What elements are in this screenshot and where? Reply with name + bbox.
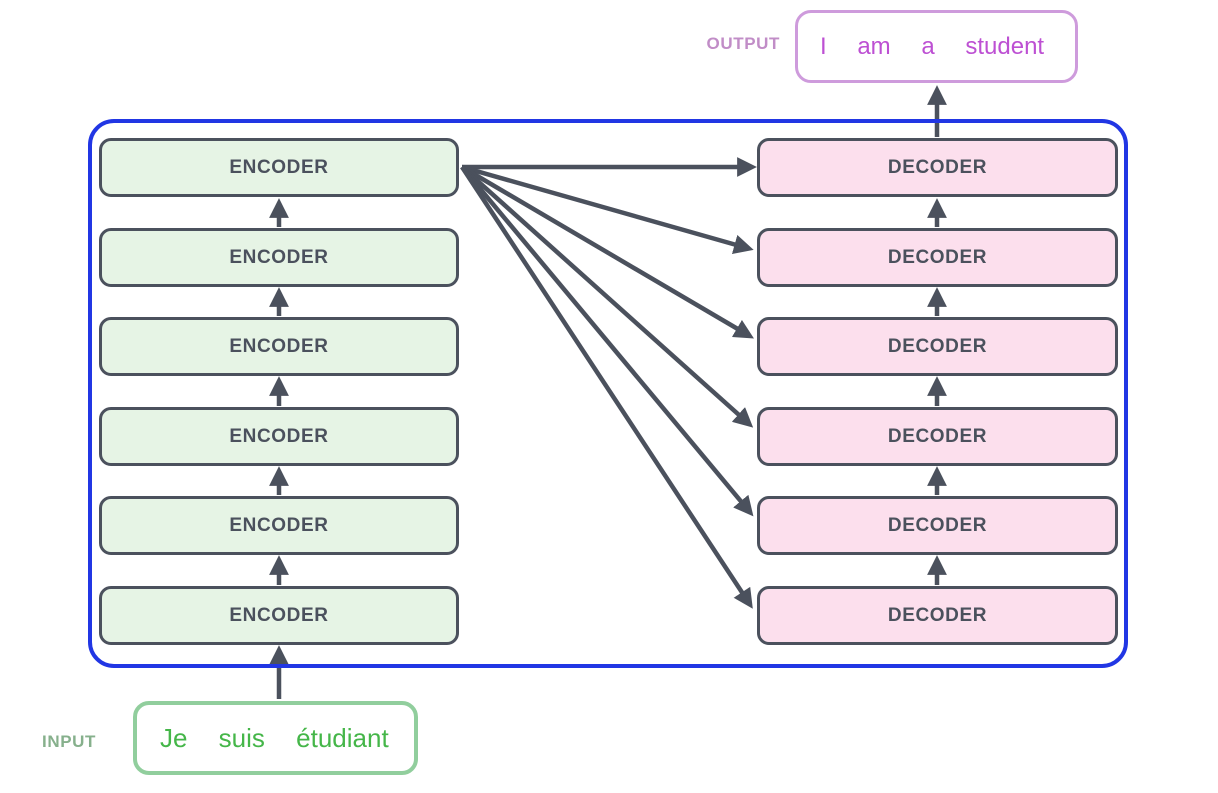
- decoder-block-4: DECODER: [757, 407, 1118, 466]
- encoder-block-2: ENCODER: [99, 228, 459, 287]
- encoder-block-1: ENCODER: [99, 138, 459, 197]
- encoder-block-5: ENCODER: [99, 496, 459, 555]
- encoder-decoder-container-frame: [88, 119, 1128, 668]
- encoder-label: ENCODER: [229, 604, 329, 626]
- encoder-label: ENCODER: [229, 156, 329, 178]
- decoder-block-5: DECODER: [757, 496, 1118, 555]
- decoder-label: DECODER: [887, 246, 988, 268]
- encoder-label: ENCODER: [229, 335, 329, 357]
- encoder-block-3: ENCODER: [99, 317, 459, 376]
- decoder-label: DECODER: [887, 156, 988, 178]
- decoder-block-1: DECODER: [757, 138, 1118, 197]
- decoder-label: DECODER: [887, 425, 988, 447]
- decoder-label: DECODER: [887, 604, 988, 626]
- output-label: OUTPUT: [706, 34, 780, 53]
- encoder-block-6: ENCODER: [99, 586, 459, 645]
- input-sentence: Je suis étudiant: [160, 722, 389, 753]
- input-box: Je suis étudiant: [133, 701, 418, 775]
- decoder-block-2: DECODER: [757, 228, 1118, 287]
- decoder-block-6: DECODER: [757, 586, 1118, 645]
- encoder-label: ENCODER: [229, 514, 329, 536]
- encoder-label: ENCODER: [229, 425, 329, 447]
- input-label: INPUT: [42, 732, 96, 751]
- output-sentence: I am a student: [820, 32, 1045, 60]
- output-box: I am a student: [795, 10, 1078, 83]
- decoder-label: DECODER: [887, 335, 988, 357]
- encoder-label: ENCODER: [229, 246, 329, 268]
- decoder-label: DECODER: [887, 514, 988, 536]
- decoder-block-3: DECODER: [757, 317, 1118, 376]
- encoder-block-4: ENCODER: [99, 407, 459, 466]
